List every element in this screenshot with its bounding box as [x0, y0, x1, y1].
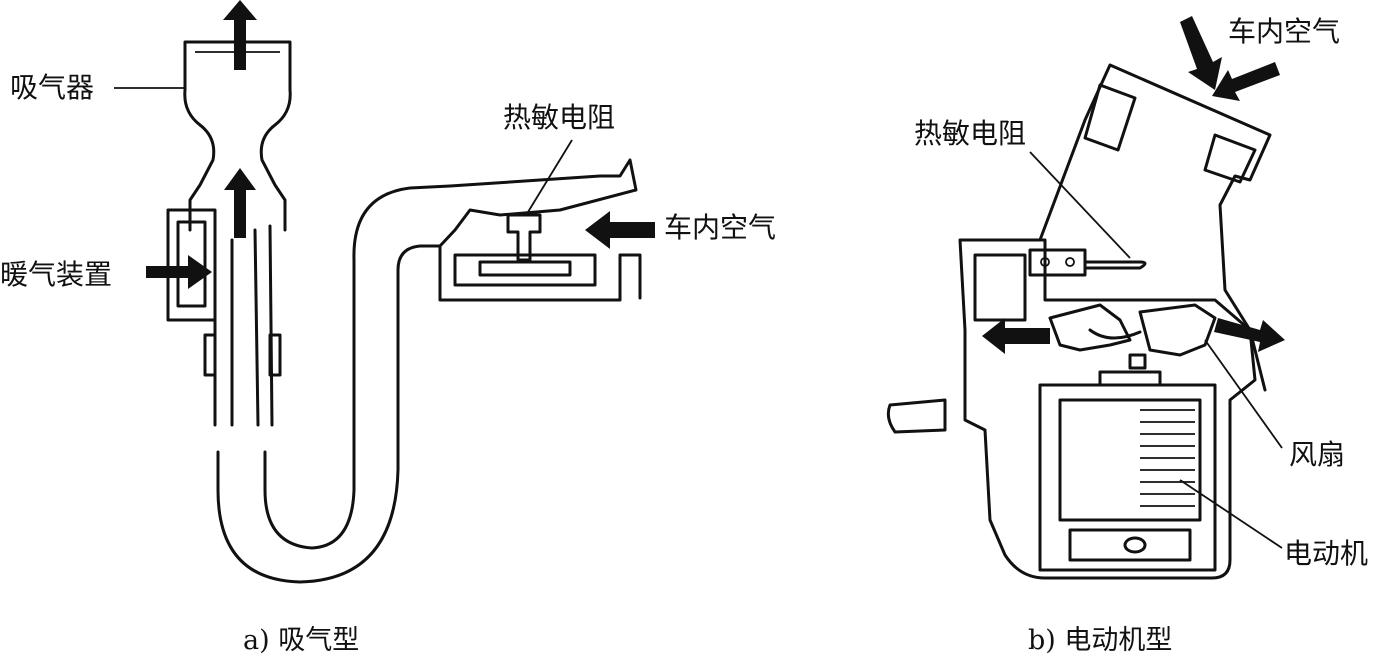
motor-diagram: [886, 16, 1285, 580]
u-tube: [216, 184, 452, 584]
caption-a: a) 吸气型: [243, 625, 360, 656]
caption-b: b) 电动机型: [1028, 625, 1173, 656]
label-cabin-air-a: 车内空气: [664, 211, 777, 244]
arrow-right-icon: [1214, 318, 1285, 352]
label-aspirator: 吸气器: [10, 71, 95, 104]
label-thermistor-a: 热敏电阻: [503, 101, 616, 134]
aspirator-diagram: [114, 0, 655, 584]
label-fan: 风扇: [1289, 438, 1346, 471]
motor-windings: [1140, 409, 1195, 507]
motor: [1038, 370, 1217, 572]
thermistor-element-b: [1028, 248, 1147, 277]
label-motor: 电动机: [1284, 537, 1369, 570]
fan: [1048, 303, 1217, 357]
arrow-up-icon: [223, 0, 257, 70]
label-heater: 暖气装置: [0, 258, 113, 291]
label-thermistor-b: 热敏电阻: [914, 117, 1027, 150]
arrow-down-icon: [1180, 16, 1222, 90]
aspirator-body: [183, 40, 292, 232]
arrow-left-icon: [585, 211, 655, 249]
arrow-right-icon: [146, 255, 212, 289]
arrow-left-icon: [1212, 62, 1280, 101]
label-cabin-air-b: 车内空气: [1228, 15, 1341, 48]
side-pipe: [886, 398, 947, 434]
thermistor-element-a: [506, 213, 542, 262]
sensor-housing: [438, 158, 642, 302]
arrow-up-icon: [224, 168, 256, 238]
main-housing: [958, 238, 1257, 580]
intake-duct: [1038, 63, 1272, 392]
arrow-left-icon: [982, 318, 1050, 354]
